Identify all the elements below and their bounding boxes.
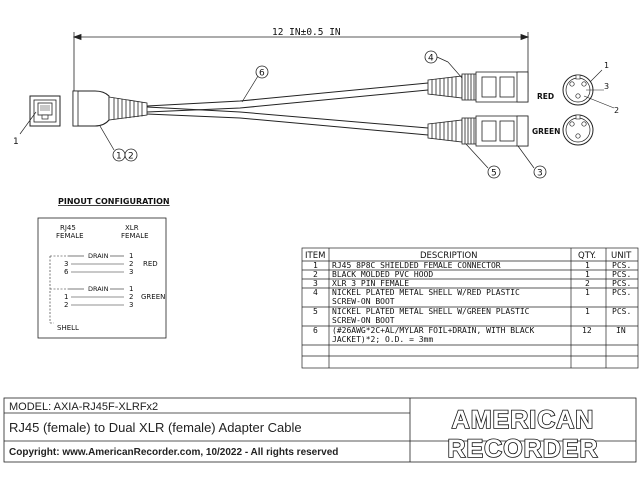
copyright-line: Copyright: www.AmericanRecorder.com, 10/… <box>9 447 338 458</box>
green-xlr-pin-1: 1 <box>129 285 133 293</box>
logo-line-2: RECORDER <box>447 435 598 463</box>
bom-row-5-qty: 1 <box>585 307 590 316</box>
rj45-hood <box>72 90 110 127</box>
bom-row-3-desc: XLR 3 PIN FEMALE <box>332 279 409 288</box>
xlr-connector-green <box>427 115 529 147</box>
bom-header-qty: QTY. <box>578 251 596 261</box>
green-xlr-pin-2: 2 <box>129 293 133 301</box>
dimension-label: 12 IN±0.5 IN <box>272 27 341 38</box>
bom-row-6-desc: (#26AWG*2C+AL/MYLAR FOIL+DRAIN, WITH BLA… <box>332 326 534 335</box>
green-rj45-pin-a: 1 <box>64 293 68 301</box>
face-callout-2: 2 <box>614 106 619 115</box>
bom-row-2-unit: PCS. <box>612 270 631 279</box>
callout-1-left: 1 <box>13 137 19 147</box>
label-red: RED <box>537 92 554 101</box>
face-callout-1: 1 <box>604 61 609 70</box>
red-xlr-pin-1: 1 <box>129 252 133 260</box>
bom-row-5-item: 5 <box>313 307 318 316</box>
bom-row-6-qty: 12 <box>582 326 592 335</box>
bom-row-3-item: 3 <box>313 279 318 288</box>
red-rj45-pin-b: 6 <box>64 268 69 276</box>
bom-row-2-desc: BLACK MOLDED PVC HOOD <box>332 270 433 279</box>
green-drain: DRAIN <box>88 285 109 293</box>
rj45-header-2: FEMALE <box>56 232 84 240</box>
bom-row-5-unit: PCS. <box>612 307 631 316</box>
bom-row-5-desc-cont: SCREW-ON BOOT <box>332 316 395 325</box>
bom-row-3-qty: 2 <box>585 279 590 288</box>
callout-3-xlr: 3 <box>537 169 543 179</box>
bom-header-description: DESCRIPTION <box>420 251 478 261</box>
red-rj45-pin-a: 3 <box>64 260 68 268</box>
bom-header-unit: UNIT <box>611 251 632 261</box>
bom-row-4-item: 4 <box>313 288 318 297</box>
callout-1-hood: 1 <box>116 152 122 162</box>
bom-row-4-desc-cont: SCREW-ON BOOT <box>332 297 395 306</box>
bom-row-1-item: 1 <box>313 261 318 270</box>
callout-5: 5 <box>491 169 497 179</box>
bom-table <box>301 247 639 369</box>
red-xlr-pin-3: 3 <box>129 268 133 276</box>
bom-rows: 1 RJ45 8P8C SHIELDED FEMALE CONNECTOR 1 … <box>313 261 631 344</box>
callout-6: 6 <box>259 69 265 79</box>
xlr-connector-red <box>427 71 529 103</box>
model-number: MODEL: AXIA-RJ45F-XLRFx2 <box>9 401 158 413</box>
green-xlr-pin-3: 3 <box>129 301 133 309</box>
green-rj45-pin-b: 2 <box>64 301 68 309</box>
bom-header-item: ITEM <box>305 251 325 261</box>
rj45-header-1: RJ45 <box>60 224 76 232</box>
xlr-header-1: XLR <box>125 224 139 232</box>
pinout-box: RJ45 FEMALE XLR FEMALE DRAIN 1 3 2 6 3 R… <box>37 217 167 339</box>
callout-4: 4 <box>428 54 434 64</box>
shell-label: SHELL <box>57 324 79 332</box>
label-green: GREEN <box>532 127 560 136</box>
rj45-strain-relief <box>108 96 148 121</box>
bom-row-6-desc-cont: JACKET)*2; O.D. = 3mm <box>332 335 433 344</box>
bom-row-1-qty: 1 <box>585 261 590 270</box>
pinout-title: PINOUT CONFIGURATION <box>58 197 170 206</box>
red-group-label: RED <box>143 260 158 268</box>
xlr-header-2: FEMALE <box>121 232 149 240</box>
bom-row-6-unit: IN <box>616 326 626 335</box>
callout-2-hood: 2 <box>128 152 134 162</box>
red-xlr-pin-2: 2 <box>129 260 133 268</box>
bom-row-4-desc: NICKEL PLATED METAL SHELL W/RED PLASTIC <box>332 288 520 297</box>
title-block <box>3 397 637 463</box>
bom-row-1-unit: PCS. <box>612 261 631 270</box>
bom-row-3-unit: PCS. <box>612 279 631 288</box>
american-recorder-logo: AMERICAN RECORDER <box>447 405 599 464</box>
bom-row-4-qty: 1 <box>585 288 590 297</box>
bom-row-6-item: 6 <box>313 326 318 335</box>
red-drain: DRAIN <box>88 252 109 260</box>
bom-row-1-desc: RJ45 8P8C SHIELDED FEMALE CONNECTOR <box>332 261 501 270</box>
cable-pair <box>146 82 429 136</box>
bom-row-2-qty: 1 <box>585 270 590 279</box>
xlr-face-green <box>562 114 594 146</box>
logo-line-1: AMERICAN <box>452 406 595 434</box>
face-callout-3: 3 <box>604 82 609 91</box>
drawing-title: RJ45 (female) to Dual XLR (female) Adapt… <box>9 420 302 435</box>
rj45-connector <box>29 95 61 127</box>
bom-row-5-desc: NICKEL PLATED METAL SHELL W/GREEN PLASTI… <box>332 307 530 316</box>
green-group-label: GREEN <box>141 293 165 301</box>
bom-row-4-unit: PCS. <box>612 288 631 297</box>
bom-row-2-item: 2 <box>313 270 318 279</box>
